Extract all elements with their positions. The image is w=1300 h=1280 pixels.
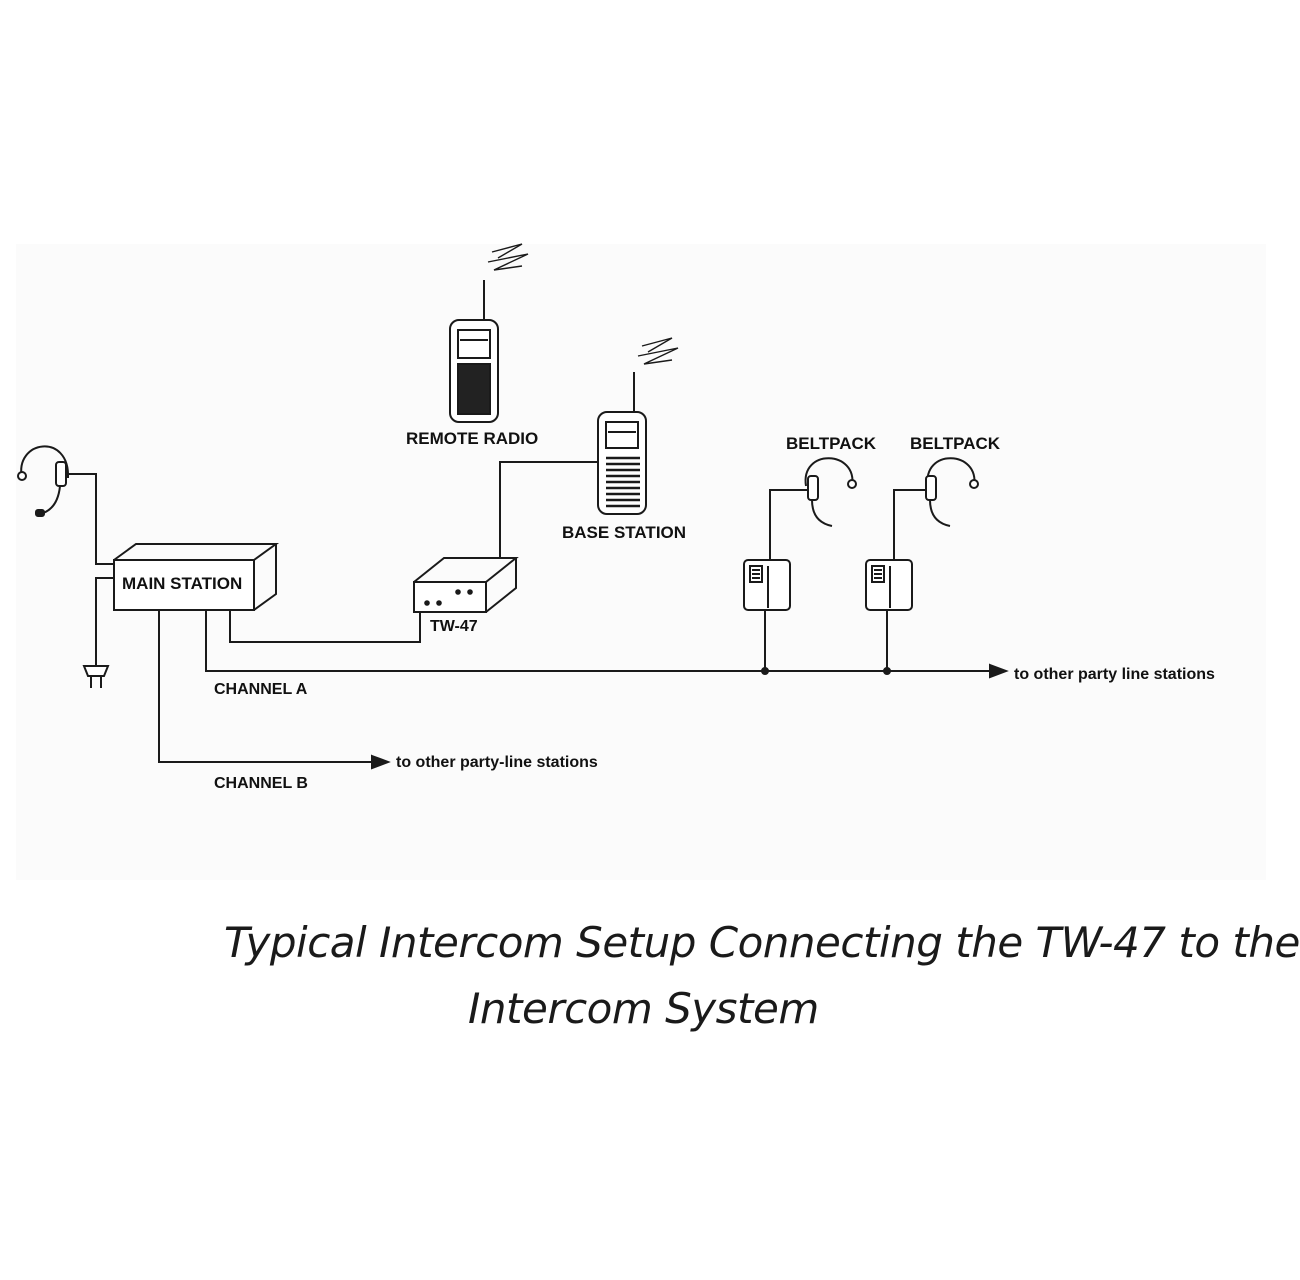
junction-dot <box>883 667 891 675</box>
remote-radio-label: REMOTE RADIO <box>406 429 538 448</box>
channel-a-label: CHANNEL A <box>214 681 308 698</box>
channel-a-arrow <box>989 663 1009 679</box>
antenna-signal-icon <box>487 243 529 271</box>
beltpack-unit-icon <box>743 559 791 611</box>
beltpack-label: BELTPACK <box>910 434 1001 453</box>
beltpack-cable <box>769 489 808 562</box>
remote-radio-icon <box>449 280 499 423</box>
headset-cable <box>66 473 116 565</box>
beltpack-cable <box>893 489 926 562</box>
antenna-signal-icon <box>637 337 679 365</box>
channel-b-line <box>158 610 376 763</box>
base-station-label: BASE STATION <box>562 523 686 542</box>
junction-dot <box>761 667 769 675</box>
party-line-a-label: to other party line stations <box>1014 666 1215 683</box>
channel-b-label: CHANNEL B <box>214 775 308 792</box>
party-line-b-label: to other party-line stations <box>396 754 598 771</box>
channel-b-arrow <box>371 754 391 770</box>
beltpack-headset-icon <box>804 457 857 527</box>
beltpack-headset-icon <box>925 457 979 527</box>
beltpack-unit-icon <box>865 559 913 611</box>
channel-a-line <box>205 610 992 672</box>
main-station-box <box>113 543 280 611</box>
base-station-cable <box>499 461 600 558</box>
tw47-cable <box>229 610 421 643</box>
headset-icon <box>17 445 70 517</box>
main-station-label: MAIN STATION <box>122 574 242 593</box>
caption-line-2: Intercom System <box>468 984 819 1033</box>
base-station-icon <box>597 372 647 515</box>
power-plug-icon <box>82 577 114 688</box>
beltpack-label: BELTPACK <box>786 434 877 453</box>
tw47-label: TW-47 <box>430 618 478 635</box>
caption-line-1: Typical Intercom Setup Connecting the TW… <box>224 918 1300 967</box>
tw47-box <box>413 557 519 613</box>
